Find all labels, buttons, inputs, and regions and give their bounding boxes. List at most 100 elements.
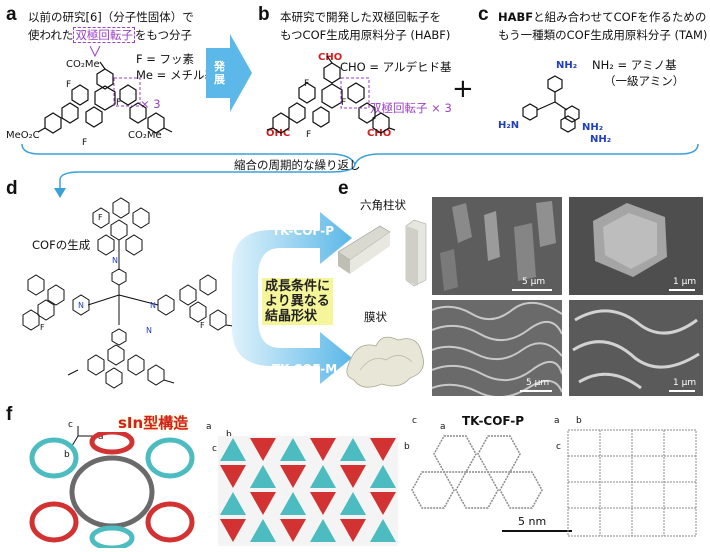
- sin-structure-title: sIn型構造: [118, 414, 189, 432]
- lattice-triangle: [250, 465, 276, 488]
- sin-ring-structure: [29, 432, 195, 548]
- panel-b-f-atom-3: F: [306, 130, 312, 140]
- panel-b-line1: 本研究で開発した双極回転子を: [280, 10, 441, 24]
- panel-a-co2me-top: CO₂Me: [66, 59, 100, 70]
- panel-a-co2me-right: CO₂Me: [128, 130, 162, 141]
- scale-bar-3: [520, 390, 552, 392]
- panel-c-habf: HABF: [498, 10, 534, 24]
- panel-c-label: c: [478, 4, 489, 25]
- panel-a-legend-me: Me = メチル基: [136, 68, 216, 82]
- panel-c-nh2-right-1: NH₂: [582, 122, 604, 133]
- panel-a-line2-prefix: 使われた: [28, 28, 74, 42]
- scale-bar-1: [512, 289, 552, 291]
- axes1-c: c: [68, 420, 73, 430]
- sin-lattice-view: [218, 436, 398, 546]
- panel-c-line1: HABFと組み合わせてCOFを作るための: [498, 10, 706, 25]
- axes4-a: a: [554, 416, 560, 426]
- scale-text-2: 1 μm: [673, 277, 697, 287]
- hex-prism-text: 六角柱状: [360, 198, 406, 212]
- scale-text-1: 5 μm: [522, 277, 546, 287]
- growth-conditions-label: 成長条件に より異なる 結晶形状: [262, 278, 334, 325]
- lattice-triangle: [220, 465, 246, 488]
- brace-text: 縮合の周期的な繰り返し: [234, 158, 361, 172]
- panel-d-n-atom-1: N: [112, 256, 118, 265]
- panel-b-f-atom-1: F: [304, 79, 310, 89]
- condensation-brace: [21, 143, 699, 198]
- panel-a-line2-suffix: をもつ分子: [134, 28, 192, 42]
- sem-image-hex-high: 1 μm: [569, 197, 703, 295]
- panel-c-legend-1: NH₂ = アミノ基: [592, 58, 677, 72]
- growth-line-3: 結晶形状: [265, 309, 318, 324]
- panel-d-n-atom-2: N: [78, 301, 84, 310]
- scale-bar-4: [669, 390, 695, 392]
- panel-d-cof-structure: [22, 197, 241, 389]
- sem-image-film-low: 5 μm: [432, 300, 562, 396]
- panel-a-line1: 以前の研究[6]（分子性固体）で: [28, 10, 194, 24]
- axes2-c: c: [212, 444, 217, 454]
- axes4-b: b: [576, 416, 582, 426]
- film-crystal: [346, 336, 424, 388]
- panel-b-molecule: [266, 55, 396, 134]
- panel-c-nh2-top: NH₂: [556, 60, 578, 71]
- panel-d-n-atom-3: N: [150, 301, 156, 310]
- lattice-triangle: [220, 519, 246, 542]
- axes1-b: b: [64, 450, 70, 460]
- growth-line-2: より異なる: [265, 294, 330, 309]
- plus-sign: +: [452, 74, 474, 104]
- panel-b-f-atom-2: F: [341, 98, 347, 108]
- lattice-triangle: [220, 492, 246, 515]
- tk-cof-p-hexagonal-net: [411, 435, 543, 509]
- panel-a-rotor-boxed: 双極回転子: [73, 27, 135, 43]
- tk-cof-p-title: TK-COF-P: [462, 414, 525, 428]
- axes3-a: a: [440, 422, 446, 432]
- film-text: 膜状: [364, 310, 387, 324]
- panel-d-label: d: [6, 178, 18, 199]
- panel-b-legend-cho: CHO = アルデヒド基: [340, 60, 452, 74]
- panel-c-line2: もう一種類のCOF生成用原料分子 (TAM): [498, 28, 708, 42]
- panel-b-ohc: OHC: [266, 128, 291, 139]
- lattice-triangle: [280, 465, 306, 488]
- panel-b-cho-top: CHO: [318, 52, 343, 63]
- axes3-c: c: [412, 416, 417, 426]
- panel-c-molecule: [522, 75, 580, 133]
- scale-text-3: 5 μm: [526, 378, 550, 388]
- lattice-triangle: [280, 438, 306, 461]
- panel-c-legend-2: （一級アミン）: [604, 74, 685, 88]
- panel-a-f-atom-1: F: [66, 80, 72, 90]
- sem-image-hex-low: 5 μm: [432, 197, 562, 295]
- lattice-triangle: [370, 519, 396, 542]
- panel-c-nh2-right-2: NH₂: [590, 134, 612, 145]
- panel-d-f-atom-3: F: [200, 321, 205, 330]
- panel-c-h2n: H₂N: [498, 120, 520, 131]
- hex-prism-crystals: [337, 219, 427, 287]
- cof-m-label: TK-COF-M: [272, 362, 338, 376]
- scale-text-4: 1 μm: [673, 378, 697, 388]
- scale-text-5nm: 5 nm: [518, 515, 547, 528]
- lattice-triangle: [310, 465, 336, 488]
- develop-arrow-text: 発展: [214, 60, 225, 86]
- lattice-triangle: [340, 438, 366, 461]
- develop-arrow: [206, 34, 252, 112]
- lattice-triangle: [310, 438, 336, 461]
- lattice-triangle: [340, 465, 366, 488]
- axes3-b: b: [404, 442, 410, 452]
- axes1-a: a: [98, 432, 104, 442]
- lattice-triangle: [280, 519, 306, 542]
- lattice-triangle: [370, 465, 396, 488]
- panel-a-f-atom-3: F: [82, 138, 88, 148]
- axes4-c: c: [556, 442, 561, 452]
- panel-b-line2: もつCOF生成用原料分子 (HABF): [280, 28, 451, 42]
- panel-c-line1-rest: と組み合わせてCOFを作るための: [533, 10, 707, 24]
- lattice-triangle: [310, 492, 336, 515]
- panel-b-label: b: [258, 4, 270, 25]
- sem-image-film-high: 1 μm: [569, 300, 703, 396]
- axes2-b: b: [226, 430, 232, 440]
- panel-a-label: a: [6, 4, 17, 25]
- scale-bar-2: [669, 289, 695, 291]
- lattice-triangle: [250, 492, 276, 515]
- panel-b-rotor-label: 双極回転子 × 3: [370, 101, 452, 115]
- panel-d-f-atom-2: F: [40, 323, 45, 332]
- panel-b-cho-right: CHO: [367, 128, 392, 139]
- panel-d-caption: COFの生成: [32, 238, 91, 252]
- lattice-triangle: [280, 492, 306, 515]
